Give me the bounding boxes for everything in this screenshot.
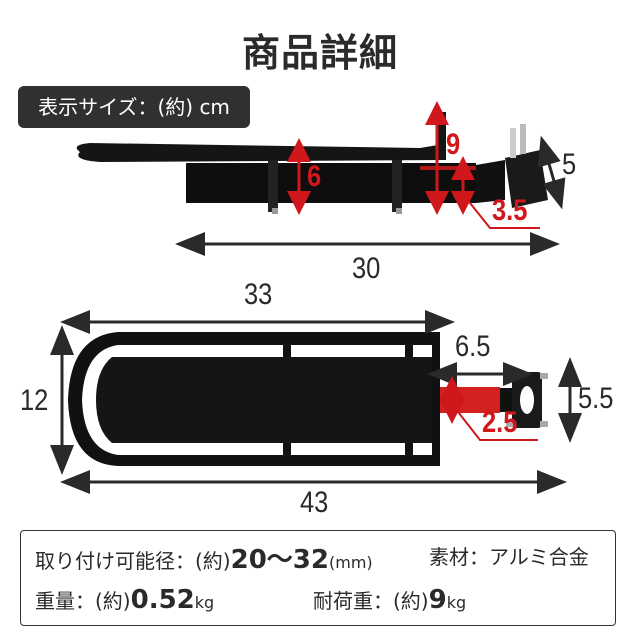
spec-label: 素材： [429,545,489,569]
spec-mount-diameter: 取り付け可能径：(約)20〜32(mm) [35,539,373,576]
dim-tube-height: 3.5 [492,194,528,227]
page-title: 商品詳細 [241,31,398,75]
spec-value: 0.52 [130,585,195,615]
dim-mount-height: 9 [446,128,461,161]
spec-value: アルミ合金 [489,545,589,569]
specs-box: 取り付け可能径：(約)20〜32(mm) 素材：アルミ合金 重量：(約)0.52… [20,530,616,626]
spec-unit: kg [446,593,467,612]
dim-clamp-height: 5.5 [578,382,614,415]
spec-unit: kg [194,593,215,612]
dim-total-length: 43 [300,486,329,519]
spec-load-capacity: 耐荷重：(約)9kg [313,585,466,615]
spec-value: 20〜32 [230,545,329,575]
dim-side-length: 30 [352,252,381,285]
dim-clamp-width: 5 [562,148,577,181]
spec-label: 重量：(約) [35,589,131,613]
spec-value: 9 [428,585,447,615]
spec-weight: 重量：(約)0.52kg [35,585,214,615]
dim-seatpost-extension: 6.5 [455,330,491,363]
unit-badge: 表示サイズ：(約) cm [18,86,250,128]
dim-tube-diameter: 2.5 [482,406,518,439]
dim-frame-height: 6 [307,160,322,193]
spec-label: 取り付け可能径：(約) [35,549,231,573]
top-view-rack [68,332,548,466]
spec-label: 耐荷重：(約) [313,589,429,613]
spec-unit: (mm) [328,553,373,572]
spec-material: 素材：アルミ合金 [429,541,589,570]
dim-platform-length: 33 [244,278,273,311]
dim-width: 12 [20,384,49,417]
